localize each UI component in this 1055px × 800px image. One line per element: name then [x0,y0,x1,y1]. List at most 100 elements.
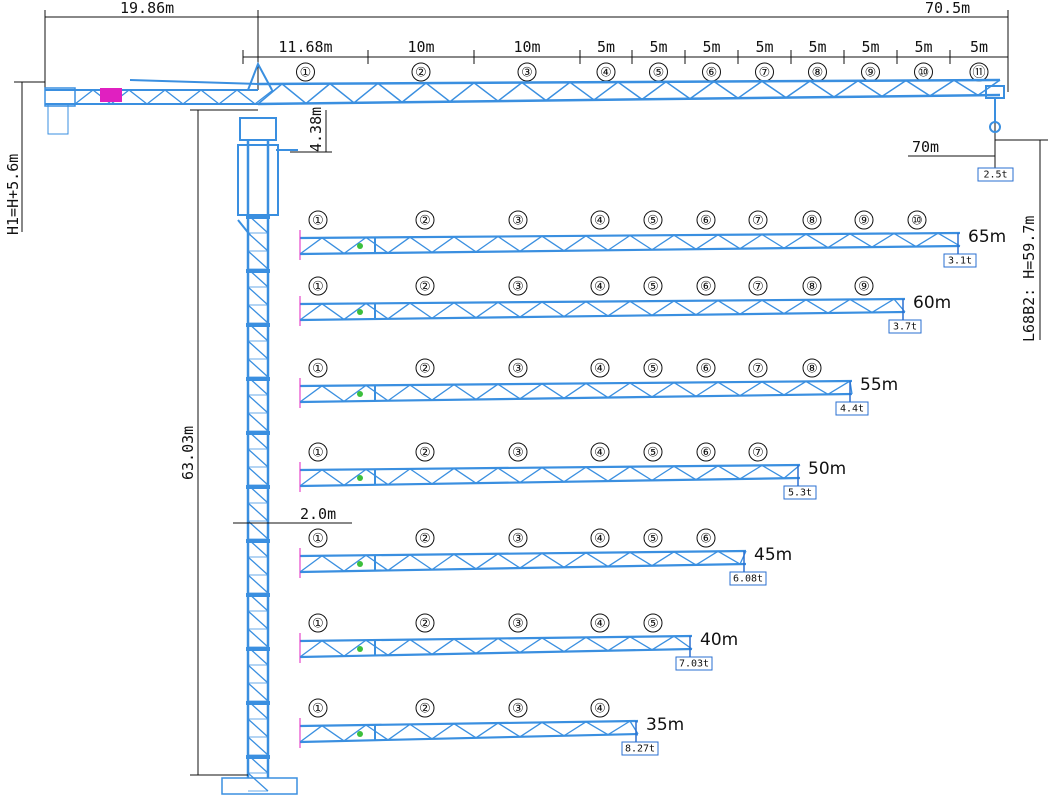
section-number-circle [696,442,716,462]
config-section-number: ⑨ [858,280,870,295]
config-section-number: ⑥ [700,446,712,461]
config-section-number: ① [312,702,324,717]
config-section-number: ④ [594,617,606,632]
config-section-number: ⑧ [806,214,818,229]
config-section-number: ⑥ [700,280,712,295]
config-section-number: ⑧ [806,362,818,377]
config-section-number: ⑤ [647,446,659,461]
jib-section-number: ⑩ [918,66,930,81]
section-number-circle [415,698,435,718]
config-section-number: ② [419,446,431,461]
config-section-number: ⑤ [647,617,659,632]
tower-height-label: 63.03m [179,426,197,480]
section-number-circle [802,276,822,296]
tip-load-label: 2.5t [983,170,1007,181]
section-number-circle [590,276,610,296]
section-number-circle [308,613,328,633]
load-box [783,485,817,500]
section-number-circle [696,358,716,378]
load-box [675,656,713,671]
jib-load-label: 3.7t [893,322,917,333]
config-section-number: ① [312,617,324,632]
config-section-number: ③ [512,214,524,229]
jib-section-number: ⑤ [653,66,665,81]
main-jib [247,61,1001,106]
section-number-circle [590,358,610,378]
counter-jib [44,79,274,135]
jib-section-number: ⑨ [865,66,877,81]
section-number-circle [508,698,528,718]
config-section-number: ⑤ [647,214,659,229]
section-number-circle [308,276,328,296]
jib-section-length: 5m [597,38,615,56]
section-number-circle [590,613,610,633]
config-section-number: ④ [594,446,606,461]
section-number-circle [415,442,435,462]
config-section-number: ② [419,280,431,295]
section-number-circle [508,276,528,296]
jib-section-number: ① [300,66,312,81]
section-number-circle [508,358,528,378]
load-box [888,319,922,334]
section-number-circle [802,210,822,230]
model-height-label: L68B2: H=59.7m [1020,216,1038,342]
jib-length-label: 35m [646,715,684,735]
section-number-circle [748,276,768,296]
jib-section-length: 5m [914,38,932,56]
section-number-circle [907,210,927,230]
counter-jib-length-label: 19.86m [120,0,174,17]
section-number-circle [508,442,528,462]
config-section-number: ③ [512,280,524,295]
section-number-circle [308,210,328,230]
jib-length-label: 45m [754,545,792,565]
section-number-circle [508,210,528,230]
jib-bottom-chord [299,310,906,322]
section-number-circle [643,276,663,296]
config-section-number: ⑧ [806,280,818,295]
config-section-number: ③ [512,532,524,547]
section-number-circle [590,442,610,462]
section-number-circle [696,210,716,230]
jib-section-length: 5m [702,38,720,56]
jib-bottom-chord [299,562,747,574]
tower-dimensions: H1=H+5.6m 63.03m 4.38m 2.0m L68B2: H=59.… [4,81,1048,776]
config-section-number: ⑦ [752,446,764,461]
jib-top-chord [299,379,853,388]
tip-radius-label: 70m [912,138,939,156]
section-number-circle [696,276,716,296]
jib-top-chord [299,719,639,728]
jib-section-length: 11.68m [278,38,332,56]
config-section-number: ④ [594,280,606,295]
section-number-circle [308,358,328,378]
section-number-circle [854,210,874,230]
section-number-circle [696,528,716,548]
section-number-circle [308,528,328,548]
jib-tip: 70m 2.5t [908,85,1014,182]
jib-load-label: 5.3t [788,488,812,499]
tower-width-label: 2.0m [300,505,336,523]
jib-section-number: ③ [521,66,533,81]
jib-section-number: ⑦ [759,66,771,81]
config-section-number: ② [419,617,431,632]
config-section-number: ⑩ [911,214,923,229]
config-section-number: ③ [512,446,524,461]
config-section-number: ① [312,362,324,377]
config-section-number: ① [312,280,324,295]
tower-mast [221,117,298,795]
section-number-circle [415,613,435,633]
section-number-circle [415,210,435,230]
config-section-number: ① [312,446,324,461]
section-number-circle [508,528,528,548]
jib-length-label: 65m [968,227,1006,247]
jib-total-length-label: 70.5m [925,0,970,17]
config-section-number: ⑦ [752,280,764,295]
section-number-circle [415,276,435,296]
